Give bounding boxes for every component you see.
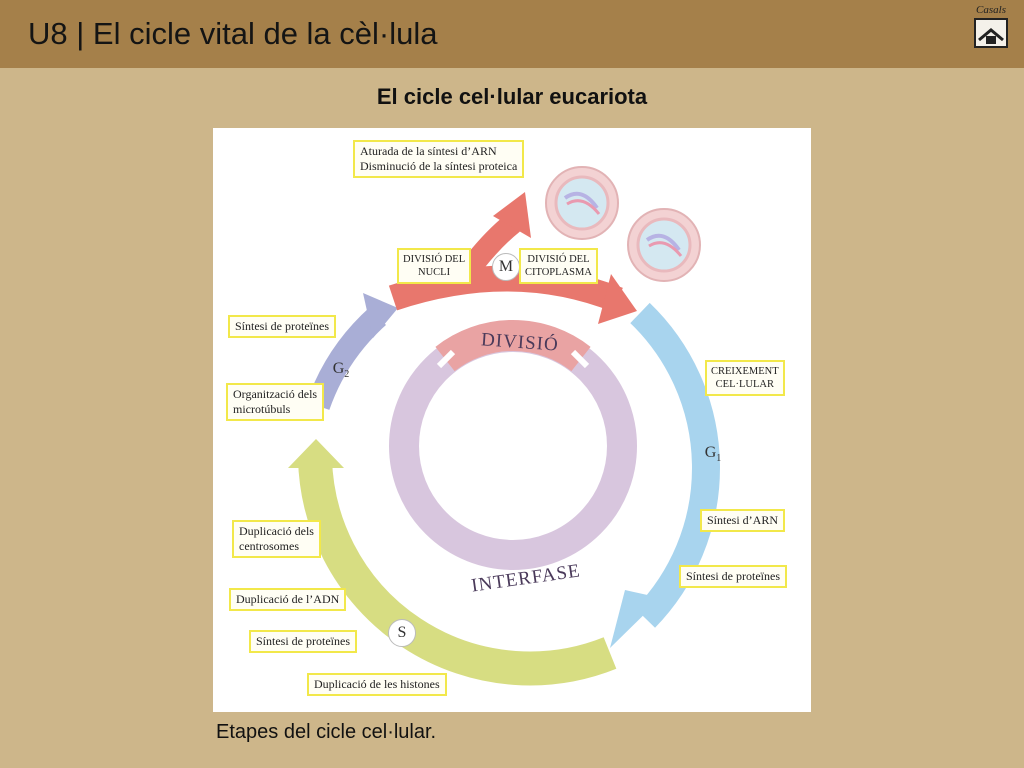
label-cell-growth: CREIXEMENT CEL·LULAR [705, 360, 785, 396]
label-g1-protein-synthesis: Síntesi de proteïnes [679, 565, 787, 588]
g2-arrow-head [363, 293, 398, 338]
phase-m-marker: M [492, 253, 520, 281]
dividing-cell-1 [545, 166, 619, 240]
m-arrow-head-up [493, 192, 531, 238]
slide-title: U8 | El cicle vital de la cèl·lula [28, 16, 438, 51]
diagram-heading: El cicle cel·lular eucariota [376, 84, 648, 109]
phase-g2-marker: G2 [332, 360, 350, 381]
g1-arrow-head [610, 590, 661, 648]
g1-arrow-band [630, 302, 720, 628]
label-s-protein-synthesis: Síntesi de proteïnes [249, 630, 357, 653]
cell-cycle-diagram [288, 166, 720, 686]
phase-g1-marker: G1 [704, 444, 722, 465]
label-g2-protein-synthesis: Síntesi de proteïnes [228, 315, 336, 338]
label-g1-rna-synthesis: Síntesi d’ARN [700, 509, 786, 532]
ring-interphase [389, 322, 637, 570]
label-g2-microtubules: Organització dels microtúbuls [226, 383, 325, 421]
s-arrow-head [288, 439, 344, 468]
ring-gap-right [570, 349, 590, 369]
label-s-centrosomes: Duplicació dels centrosomes [232, 520, 321, 558]
label-m-summary: Aturada de la síntesi d’ARN Disminució d… [353, 140, 525, 178]
ring-gap-left [436, 349, 456, 369]
title-bar: U8 | El cicle vital de la cèl·lula Casal… [0, 0, 1024, 68]
label-s-dna-duplication: Duplicació de l’ADN [229, 588, 347, 611]
phase-s-marker: S [388, 619, 416, 647]
dividing-cell-2 [627, 208, 701, 282]
cell-cycle-figure: DIVISIÓ INTERFASE M G1 G2 S Aturada de l… [213, 128, 811, 712]
ring-division [435, 320, 591, 372]
label-s-histones: Duplicació de les histones [307, 673, 447, 696]
brand-name: Casals [976, 4, 1006, 16]
brand-logo: Casals [968, 4, 1014, 56]
label-nucleus-division: DIVISIÓ DEL NUCLI [397, 248, 472, 284]
label-cytoplasm-division: DIVISIÓ DEL CITOPLASMA [519, 248, 598, 284]
figure-caption: Etapes del cicle cel·lular. [216, 721, 437, 743]
m-arrow-head-right [598, 274, 637, 324]
house-logo-icon [974, 18, 1008, 48]
